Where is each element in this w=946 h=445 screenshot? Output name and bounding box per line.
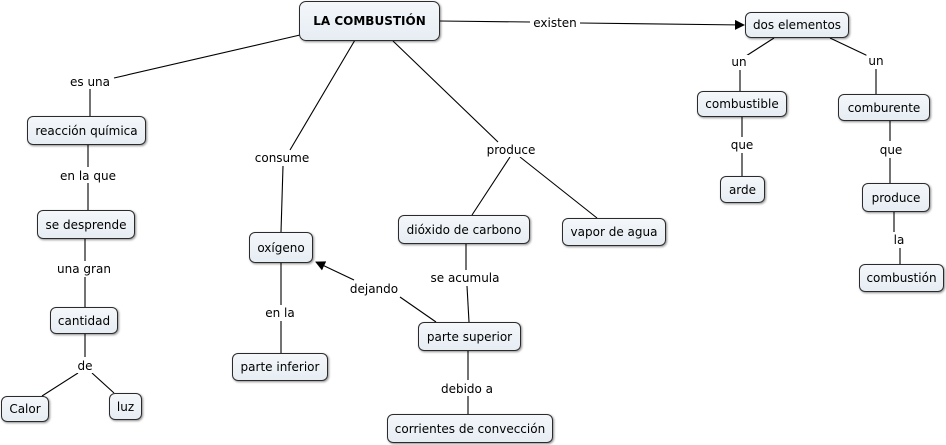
link-de[interactable]: de	[75, 359, 95, 373]
connector-root-es-una	[113, 34, 301, 79]
link-la[interactable]: la	[891, 233, 907, 247]
concept-vapor-de-agua[interactable]: vapor de agua	[562, 218, 666, 246]
concept-combustible[interactable]: combustible	[697, 91, 787, 117]
concept-luz[interactable]: luz	[109, 393, 142, 420]
concept-cantidad[interactable]: cantidad	[50, 307, 118, 334]
connector-existen-dos-elementos	[579, 19, 745, 30]
connector-se-acumula-parte-superior	[466, 285, 470, 323]
connector-dos-elementos-un-right	[829, 37, 869, 57]
concept-se-desprende[interactable]: se desprende	[37, 210, 135, 239]
link-un-left[interactable]: un	[729, 55, 749, 69]
link-una-gran[interactable]: una gran	[55, 262, 113, 276]
link-produce[interactable]: produce	[484, 143, 538, 157]
connector-parte-superior-dejando	[399, 296, 437, 323]
concept-calor[interactable]: Calor	[1, 396, 49, 422]
concept-combustion[interactable]: combustión	[859, 264, 944, 292]
link-se-acumula[interactable]: se acumula	[428, 271, 502, 285]
connector-root-existen	[439, 20, 531, 23]
connector-root-consume	[289, 39, 356, 151]
concept-la-combustion[interactable]: LA COMBUSTIÓN	[299, 1, 440, 41]
connector-produce-vapor	[519, 156, 598, 219]
concept-reaccion-quimica[interactable]: reacción química	[27, 116, 146, 145]
connector-dos-elementos-un-left	[745, 37, 775, 57]
concept-dioxido-de-carbono[interactable]: dióxido de carbono	[398, 215, 530, 244]
connector-de-calor	[41, 372, 79, 397]
link-dejando[interactable]: dejando	[347, 282, 401, 296]
concept-produce[interactable]: produce	[862, 183, 930, 212]
connector-dejando-oxigeno	[315, 261, 355, 281]
connector-de-luz	[91, 372, 115, 394]
link-que-right[interactable]: que	[877, 143, 905, 157]
connector-produce-dioxido	[471, 156, 511, 216]
link-que-left[interactable]: que	[728, 138, 756, 152]
concept-dos-elementos[interactable]: dos elementos	[745, 12, 849, 38]
link-debido-a[interactable]: debido a	[438, 382, 496, 396]
link-en-la-que[interactable]: en la que	[58, 169, 118, 183]
link-en-la[interactable]: en la	[263, 306, 297, 320]
concept-parte-inferior[interactable]: parte inferior	[232, 353, 328, 381]
link-consume[interactable]: consume	[252, 151, 312, 165]
concept-arde[interactable]: arde	[720, 176, 765, 203]
concept-corrientes-de-conveccion[interactable]: corrientes de convección	[387, 414, 553, 443]
link-un-right[interactable]: un	[866, 54, 886, 68]
connector-root-produce	[392, 40, 499, 143]
connector-consume-oxigeno	[280, 165, 284, 233]
link-es-una[interactable]: es una	[67, 75, 113, 89]
concept-parte-superior[interactable]: parte superior	[418, 322, 521, 351]
concept-oxigeno[interactable]: oxígeno	[249, 232, 313, 263]
link-existen[interactable]: existen	[531, 16, 579, 30]
concept-comburente[interactable]: comburente	[838, 94, 930, 121]
